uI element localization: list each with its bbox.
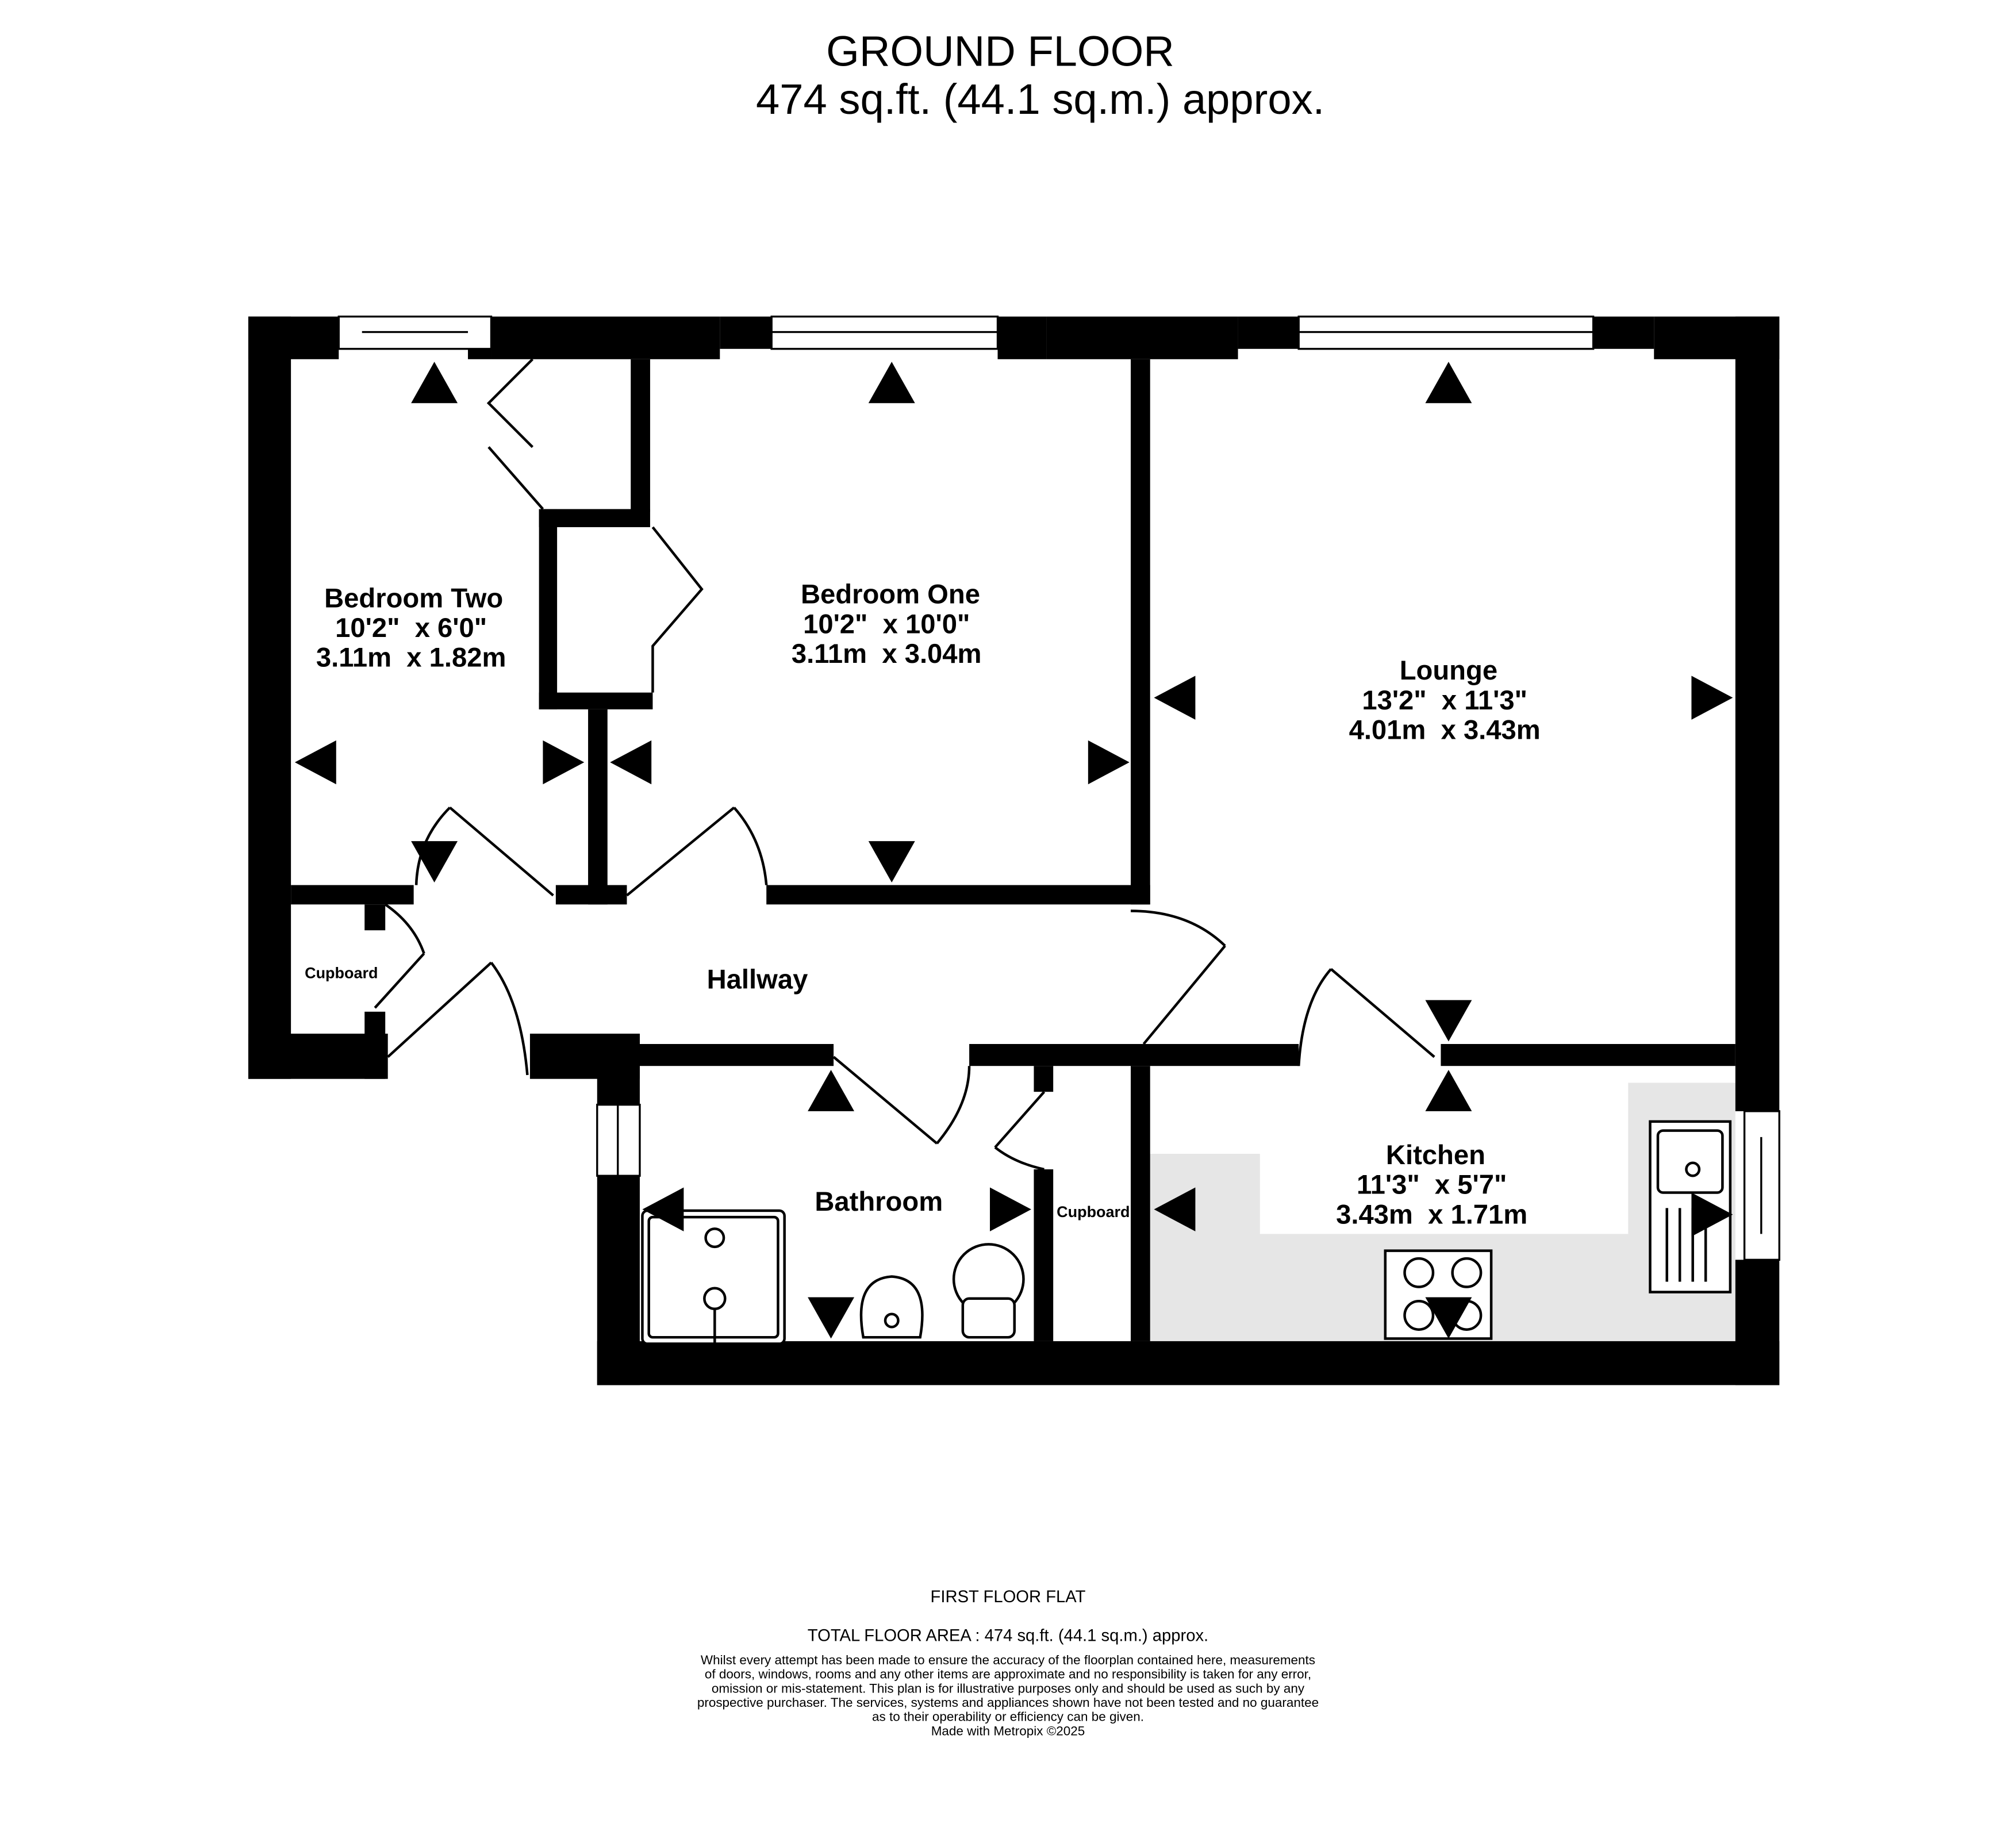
basin [859, 1275, 924, 1339]
room-name: Cupboard [1057, 1203, 1130, 1220]
footer: FIRST FLOOR FLAT TOTAL FLOOR AREA : 474 … [697, 1588, 1319, 1738]
room-metric: 3.11m x 1.82m [316, 643, 506, 673]
disclaimer-line: of doors, windows, rooms and any other i… [705, 1667, 1311, 1682]
room-name: Lounge [1400, 655, 1497, 686]
doors [374, 358, 1435, 1171]
room-name: Bathroom [815, 1187, 943, 1217]
disclaimer-line: omission or mis-statement. This plan is … [712, 1681, 1305, 1695]
room-metric: 3.11m x 3.04m [792, 639, 982, 669]
flat-label: FIRST FLOOR FLAT [931, 1588, 1086, 1606]
room-imperial: 13'2" x 11'3" [1362, 685, 1527, 716]
room-name: Bedroom One [801, 579, 980, 610]
room-labels: Bedroom Two 10'2" x 6'0" 3.11m x 1.82m B… [305, 579, 1541, 1230]
room-name: Hallway [707, 964, 808, 995]
windows [337, 315, 1780, 1261]
floor-title: GROUND FLOOR [826, 28, 1174, 75]
room-metric: 4.01m x 3.43m [1349, 715, 1541, 746]
disclaimer-line: Whilst every attempt has been made to en… [701, 1653, 1315, 1667]
disclaimer-line: as to their operability or efficiency ca… [872, 1710, 1144, 1724]
room-name: Kitchen [1386, 1140, 1485, 1170]
room-name: Cupboard [305, 964, 378, 981]
disclaimer-line: prospective purchaser. The services, sys… [697, 1695, 1319, 1710]
room-metric: 3.43m x 1.71m [1336, 1199, 1527, 1230]
dimension-arrows [294, 362, 1733, 1339]
bathroom-fixtures [641, 1120, 1732, 1345]
walls [248, 316, 1780, 1385]
room-imperial: 10'2" x 10'0" [803, 609, 970, 639]
room-imperial: 10'2" x 6'0" [335, 613, 487, 643]
room-imperial: 11'3" x 5'7" [1357, 1170, 1507, 1200]
kitchen-counter [1150, 1083, 1735, 1341]
room-name: Bedroom Two [324, 583, 503, 613]
credit: Made with Metropix ©2025 [931, 1724, 1085, 1738]
total-area: TOTAL FLOOR AREA : 474 sq.ft. (44.1 sq.m… [808, 1626, 1208, 1645]
floor-area: 474 sq.ft. (44.1 sq.m.) approx. [756, 75, 1324, 123]
